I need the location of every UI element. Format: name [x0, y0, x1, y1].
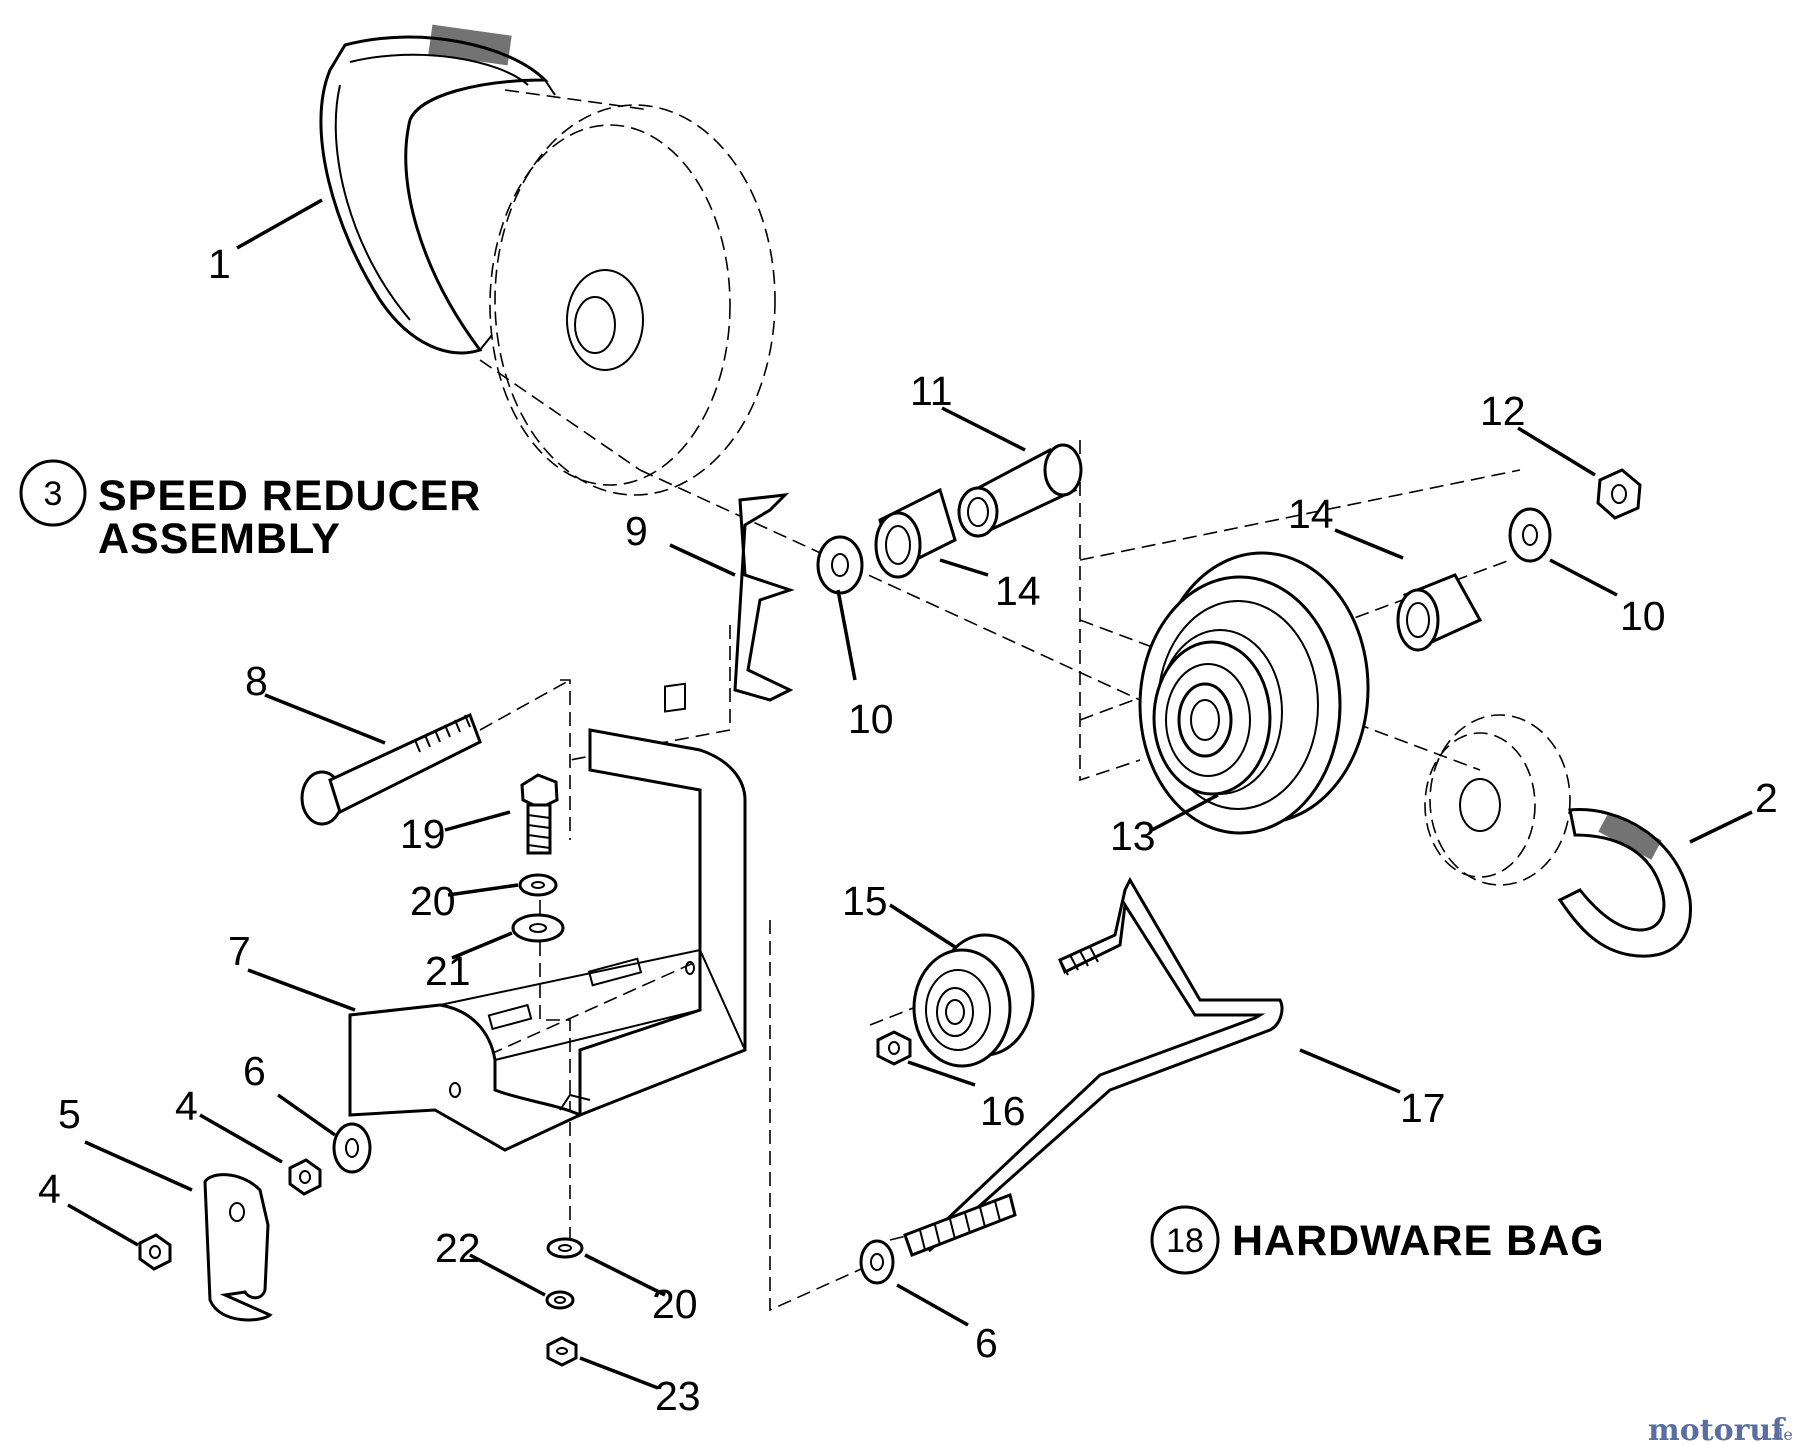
callout-20-top: 20: [410, 878, 456, 924]
callout-11: 11: [910, 368, 953, 414]
callout-14-right: 14: [1288, 491, 1334, 537]
pulley-large-ghost: [479, 89, 776, 496]
bolt-part-19: [520, 773, 559, 855]
idler-pulley-part-15: [912, 933, 1035, 1068]
washer-part-6-right: [859, 1239, 895, 1285]
callout-20-bottom: 20: [652, 1281, 698, 1327]
callout-17: 17: [1400, 1085, 1446, 1131]
bracket-part-7: [348, 682, 747, 1152]
leader-lines: [67, 198, 1753, 1390]
washer-part-10-left: [816, 535, 864, 595]
callout-21: 21: [425, 948, 471, 994]
callout-12: 12: [1480, 388, 1526, 434]
bushing-part-14-right: [1396, 573, 1483, 652]
belt-large: [319, 24, 556, 355]
callout-numbers: 1 2 4 4 5 6 6 7 8 9 10 10 11 12 13 14 14…: [38, 241, 1778, 1419]
rod-part-17: [903, 876, 1284, 1257]
bolt-part-8: [300, 712, 482, 826]
callout-7: 7: [228, 928, 251, 974]
hardware-title-text: HARDWARE BAG: [1232, 1217, 1605, 1265]
nut-part-16: [876, 1030, 912, 1066]
callout-10-left: 10: [848, 696, 894, 742]
washer-part-21: [511, 913, 565, 943]
nut-part-4-lower: [138, 1233, 172, 1271]
callout-8: 8: [245, 658, 268, 704]
callout-4-upper: 4: [175, 1083, 198, 1129]
callout-5: 5: [58, 1091, 81, 1137]
callout-6-left: 6: [243, 1048, 266, 1094]
washer-part-10-right: [1508, 507, 1552, 563]
watermark-tld: .de: [1768, 1425, 1793, 1444]
lockwasher-part-22: [545, 1290, 575, 1310]
washer-part-6-left: [332, 1122, 372, 1174]
washer-part-20-top: [518, 873, 558, 897]
callout-4-lower: 4: [38, 1166, 61, 1212]
plate-part-5: [203, 1173, 273, 1322]
nut-part-23: [546, 1336, 578, 1367]
callout-2: 2: [1755, 775, 1778, 821]
callout-6-right: 6: [975, 1320, 998, 1366]
callout-22: 22: [435, 1225, 481, 1271]
watermark-brand: motoruf: [1648, 1413, 1786, 1445]
watermark: motoruf .de: [1648, 1413, 1793, 1445]
bushing-part-14-left: [874, 487, 957, 579]
callout-14-left: 14: [995, 568, 1041, 614]
speed-reducer-title: 3 SPEED REDUCER ASSEMBLY: [19, 459, 481, 563]
washer-part-20-bottom: [546, 1237, 584, 1259]
belt-small: [1557, 808, 1692, 958]
spacer-part-11: [957, 443, 1083, 538]
assembly-title-line2: ASSEMBLY: [98, 515, 341, 563]
assembly-number: 3: [44, 475, 63, 513]
callout-23: 23: [655, 1373, 701, 1419]
nut-part-12: [1596, 468, 1642, 520]
callout-15: 15: [842, 878, 888, 924]
callout-13: 13: [1110, 813, 1156, 859]
callout-19: 19: [400, 811, 446, 857]
pulley-small-ghost: [1424, 714, 1571, 886]
hardware-number: 18: [1166, 1222, 1204, 1260]
pulley-part-13: [1138, 551, 1370, 835]
callout-16: 16: [980, 1088, 1026, 1134]
hardware-bag-title: 18 HARDWARE BAG: [1150, 1205, 1605, 1275]
assembly-title-line1: SPEED REDUCER: [98, 472, 481, 520]
clip-part-9: [733, 493, 795, 702]
nut-part-4-upper: [288, 1158, 322, 1196]
callout-1: 1: [208, 241, 231, 287]
callout-10-right: 10: [1620, 593, 1666, 639]
callout-9: 9: [625, 508, 648, 554]
